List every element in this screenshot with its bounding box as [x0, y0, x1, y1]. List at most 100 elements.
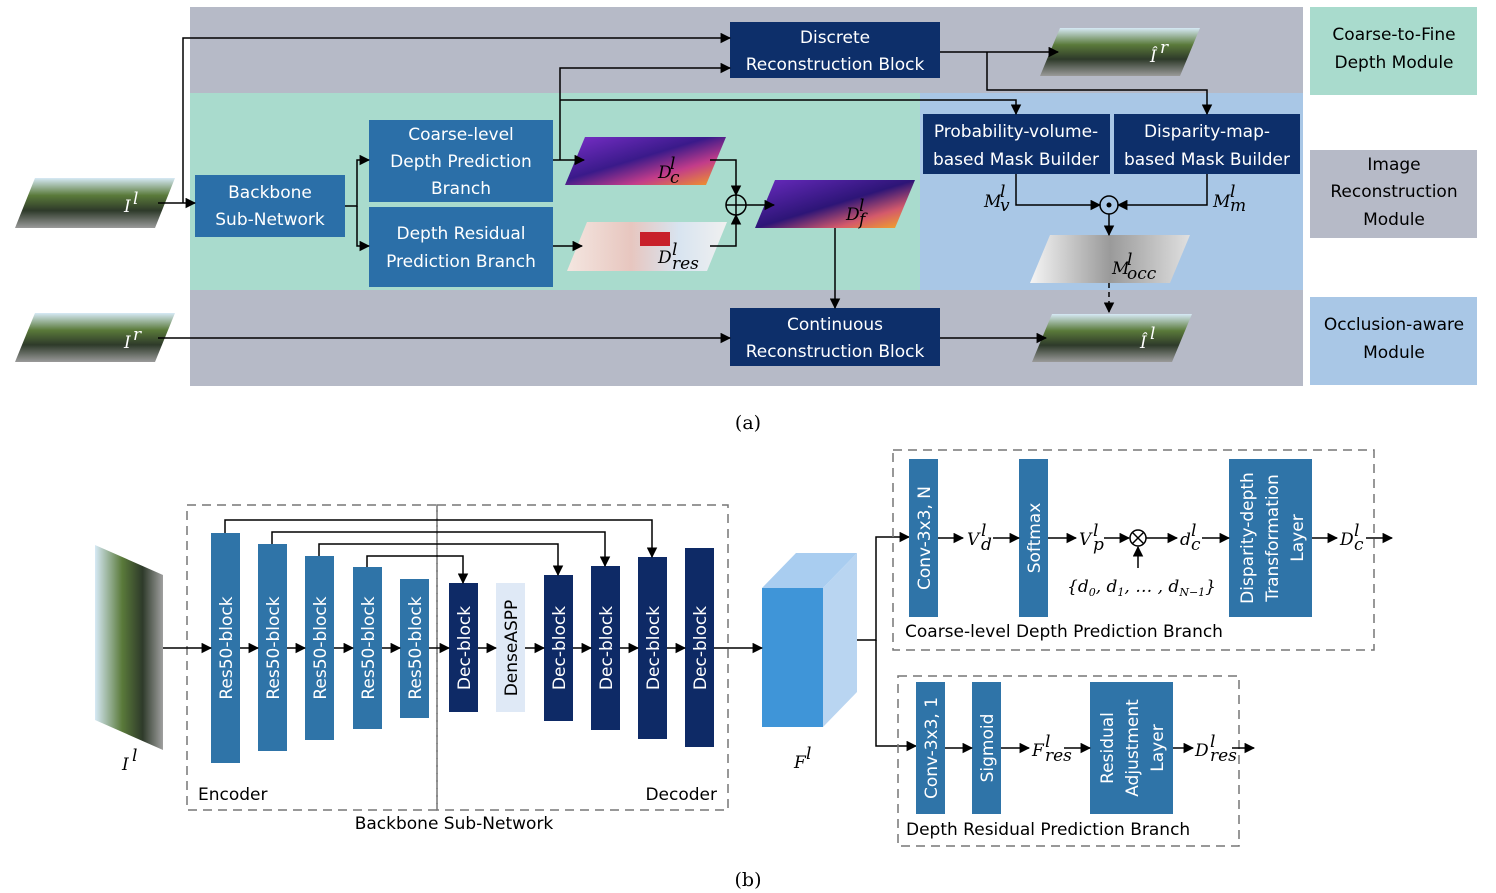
residual-line2: Prediction Branch [386, 252, 536, 272]
prob-line2: based Mask Builder [933, 150, 1099, 170]
svg-text:res: res [672, 254, 699, 274]
residual-branch-block: Depth Residual Prediction Branch [369, 207, 553, 287]
discrete-reconstruction-block: Discrete Reconstruction Block [730, 22, 940, 78]
svg-text:l: l [1127, 250, 1132, 270]
legend-coarse-line1: Coarse-to-Fine [1332, 25, 1455, 45]
adjust-line2: Adjustment [1123, 699, 1143, 797]
backbone-line2: Sub-Network [215, 210, 325, 230]
Dres-b-label: D [1194, 741, 1209, 761]
svg-text:p: p [1093, 535, 1104, 555]
svg-text:l: l [1045, 732, 1050, 752]
res50-block-2: Res50-block [258, 544, 287, 751]
prob-line1: Probability-volume- [934, 122, 1098, 142]
input-left-label: I [123, 197, 131, 217]
dec-block-1: Dec-block [449, 583, 478, 712]
otimes-operator [1129, 529, 1147, 547]
legend-image-line1: Image [1367, 155, 1420, 175]
Fres-label: F [1031, 741, 1045, 761]
svg-text:l: l [1354, 521, 1359, 541]
coarse-branch-box [892, 449, 1375, 651]
res50-label-1: Res50-block [217, 596, 237, 699]
svg-text:r: r [133, 325, 142, 345]
Mocc-label: M [1111, 259, 1130, 279]
svg-text:c: c [670, 168, 680, 188]
Mv-label: M [983, 192, 1002, 212]
dec-label-5: Dec-block [691, 606, 711, 690]
res50-block-5: Res50-block [400, 579, 429, 718]
continuous-line2: Reconstruction Block [746, 342, 925, 362]
set-label: {d0, d1, … , dN−1} [1067, 577, 1216, 599]
softmax-label: Softmax [1025, 503, 1045, 574]
recon-image-right: Î r [1040, 28, 1200, 76]
occlusion-mask: M l occ [1030, 235, 1190, 284]
sigmoid-label: Sigmoid [978, 714, 998, 783]
coarse-branch-connectors [938, 532, 1394, 568]
res50-label-3: Res50-block [311, 596, 331, 699]
caption-b: (b) [735, 869, 762, 891]
input-right-label: I [123, 333, 131, 353]
Dc-label: D [657, 163, 672, 183]
res50-label-5: Res50-block [406, 596, 426, 699]
panel-a-connectors [158, 32, 1213, 344]
backbone-line1: Backbone [228, 183, 312, 203]
transform-line2: Transformation [1263, 474, 1283, 603]
Vp-label: V [1079, 530, 1093, 550]
panel-a: Coarse-to-Fine Depth Module Image Recons… [15, 7, 1477, 434]
depth-map-coarse: D l c [565, 137, 726, 188]
panel-b: I l Encoder Decoder Backbone Sub-Network… [95, 449, 1394, 891]
coarse-line2: Depth Prediction [390, 152, 532, 172]
svg-text:m: m [1230, 196, 1246, 216]
feature-cube: F l [762, 553, 857, 773]
recon-left-label: Î [1139, 332, 1148, 353]
conv-n-label: Conv-3x3, N [915, 486, 935, 590]
legend-occlusion-aware: Occlusion-aware Module [1310, 297, 1477, 385]
plus-operator [725, 194, 747, 216]
disp-mask-builder-block: Disparity-map- based Mask Builder [1114, 114, 1300, 174]
svg-text:l: l [132, 746, 137, 766]
coarse-branch-block: Coarse-level Depth Prediction Branch [369, 120, 553, 202]
conv-1-label: Conv-3x3, 1 [922, 697, 942, 799]
res50-block-4: Res50-block [353, 567, 382, 729]
transform-line1: Disparity-depth [1238, 472, 1258, 604]
continuous-line1: Continuous [787, 315, 883, 335]
feature-label: F [793, 753, 807, 773]
Mm-label: M [1212, 192, 1231, 212]
res50-block-3: Res50-block [305, 556, 334, 740]
dec-block-4: Dec-block [638, 557, 667, 739]
svg-text:l: l [1093, 521, 1098, 541]
continuous-reconstruction-block: Continuous Reconstruction Block [730, 308, 940, 366]
disp-line1: Disparity-map- [1144, 122, 1270, 142]
coarse-line3: Branch [431, 179, 491, 199]
dec-block-2: Dec-block [544, 575, 573, 721]
dc-label: d [1180, 530, 1191, 550]
res50-label-2: Res50-block [264, 596, 284, 699]
res50-label-4: Res50-block [359, 596, 379, 699]
disp-line2: based Mask Builder [1124, 150, 1290, 170]
svg-text:r: r [1160, 38, 1169, 58]
res50-block-1: Res50-block [211, 533, 240, 763]
conv-1-block: Conv-3x3, 1 [916, 682, 945, 814]
discrete-line2: Reconstruction Block [746, 55, 925, 75]
Vd-label: V [967, 530, 981, 550]
depth-map-residual: D l res [567, 222, 727, 274]
svg-text:f: f [857, 210, 868, 230]
dec-label-1: Dec-block [455, 606, 475, 690]
svg-text:c: c [1191, 535, 1201, 555]
svg-text:c: c [1354, 535, 1364, 555]
input-image-right: I r [15, 313, 175, 362]
transform-layer-block: Disparity-depth Transformation Layer [1229, 459, 1312, 617]
decoder-box [436, 504, 729, 811]
dense-aspp-label: DenseASPP [502, 600, 522, 697]
svg-text:l: l [133, 189, 138, 209]
dec-label-4: Dec-block [644, 606, 664, 690]
input-image-left: I l [15, 178, 175, 228]
coarse-line1: Coarse-level [408, 125, 514, 145]
adjust-layer-block: Residual Adjustment Layer [1090, 682, 1173, 814]
input-image-vertical: I l [95, 545, 163, 775]
legend-occ-line2: Module [1363, 343, 1425, 363]
prob-mask-builder-block: Probability-volume- based Mask Builder [923, 114, 1110, 174]
svg-text:l: l [859, 196, 864, 216]
decoder-label: Decoder [645, 785, 717, 805]
dec-block-3: Dec-block [591, 566, 620, 730]
svg-text:l: l [1191, 521, 1196, 541]
